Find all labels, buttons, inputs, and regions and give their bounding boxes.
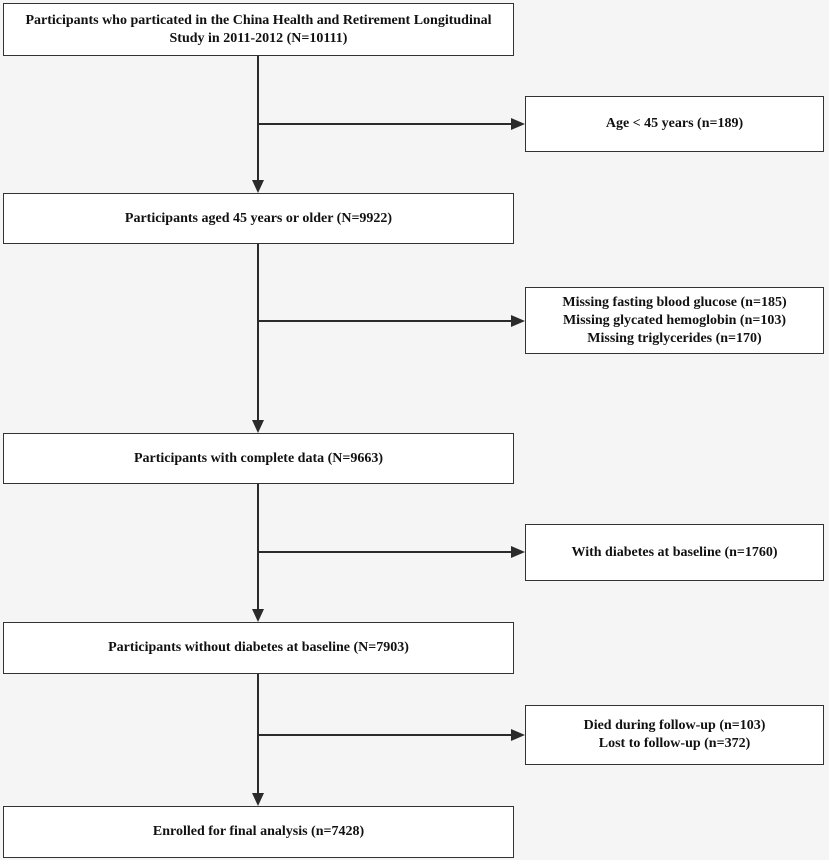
exclusion-text: With diabetes at baseline (n=1760)	[571, 544, 778, 560]
exclusion-text: Lost to follow-up (n=372)	[598, 736, 751, 751]
exclusion-box-diabetes: With diabetes at baseline (n=1760)	[525, 524, 824, 581]
exclusion-text: Missing triglycerides (n=170)	[587, 330, 762, 346]
step-box-study-population: Participants who particated in the China…	[3, 3, 514, 56]
step-text: Participants who particated in the China…	[25, 12, 492, 28]
step-text: Participants with complete data (N=9663)	[133, 450, 384, 466]
step-box-complete-data: Participants with complete data (N=9663)	[3, 433, 514, 484]
step-text: Enrolled for final analysis (n=7428)	[152, 824, 365, 839]
step-text: Study in 2011-2012 (N=10111)	[169, 30, 348, 46]
arrowhead-down	[252, 180, 264, 193]
arrowhead-down	[252, 609, 264, 622]
step-text: Participants without diabetes at baselin…	[108, 640, 409, 655]
exclusion-box-follow-up: Died during follow-up (n=103) Lost to fo…	[525, 705, 824, 765]
arrowhead-right	[511, 315, 525, 327]
step-text: Participants aged 45 years or older (N=9…	[124, 210, 393, 226]
exclusion-box-age: Age < 45 years (n=189)	[525, 96, 824, 152]
arrowhead-right	[511, 118, 525, 130]
exclusion-text: Missing glycated hemoglobin (n=103)	[562, 312, 787, 328]
arrowhead-right	[511, 546, 525, 558]
step-box-aged-45-plus: Participants aged 45 years or older (N=9…	[3, 193, 514, 244]
exclusion-box-missing-data: Missing fasting blood glucose (n=185) Mi…	[525, 287, 824, 354]
step-box-final-analysis: Enrolled for final analysis (n=7428)	[3, 806, 514, 858]
exclusion-text: Age < 45 years (n=189)	[605, 116, 744, 131]
exclusion-text: Died during follow-up (n=103)	[583, 718, 766, 733]
step-box-without-diabetes: Participants without diabetes at baselin…	[3, 622, 514, 674]
arrowhead-right	[511, 729, 525, 741]
exclusion-text: Missing fasting blood glucose (n=185)	[562, 294, 787, 310]
arrowhead-down	[252, 793, 264, 806]
arrowhead-down	[252, 420, 264, 433]
